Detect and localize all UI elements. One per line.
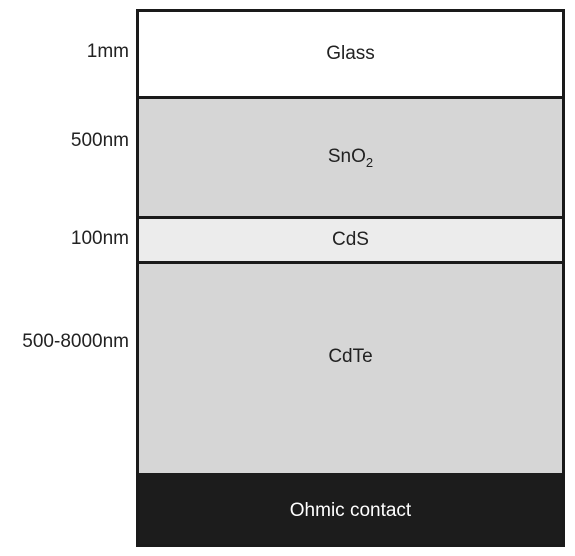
cdte-layer: CdTe xyxy=(139,264,562,473)
ohmic-contact-label: Ohmic contact xyxy=(289,499,412,521)
layer-stack: Glass SnO2 CdS CdTe Ohmic contact xyxy=(136,9,565,547)
sno2-formula-base: SnO xyxy=(327,145,366,167)
sno2-layer-label: SnO2 xyxy=(328,146,373,170)
cds-layer-label: CdS xyxy=(332,229,369,250)
sno2-layer: SnO2 xyxy=(139,96,562,216)
glass-layer: Glass xyxy=(139,12,562,96)
cdte-thickness-label: 500-8000nm xyxy=(22,331,129,352)
sno2-formula-subscript: 2 xyxy=(365,154,374,170)
glass-layer-label: Glass xyxy=(326,43,375,64)
ohmic-contact-layer: Ohmic contact xyxy=(139,473,562,544)
glass-thickness-label: 1mm xyxy=(86,41,129,62)
cdte-layer-label: CdTe xyxy=(328,346,373,367)
sno2-thickness-label: 500nm xyxy=(70,130,129,151)
cds-layer: CdS xyxy=(139,216,562,264)
cds-thickness-label: 100nm xyxy=(70,228,129,249)
